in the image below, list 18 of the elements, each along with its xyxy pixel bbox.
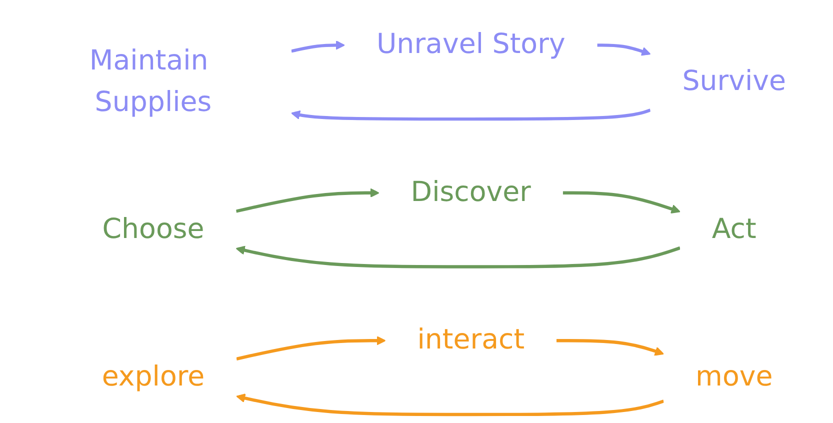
arrow [562,191,680,214]
node-text: Discover [410,176,531,208]
arrow [236,246,681,268]
node-text: Survive [682,66,786,98]
arrow [236,188,380,213]
node-text: Act [712,213,756,246]
arrow [556,339,664,356]
node-text: explore [102,361,205,393]
node-text: Maintain Supplies [89,44,212,118]
arrow [236,336,386,360]
arrow [291,40,345,53]
node-text: Unravel Story [376,28,566,61]
node-text: move [696,361,773,393]
arrow [236,394,664,416]
node-text: Choose [102,213,204,246]
arrow [291,108,651,121]
arrow [597,44,651,56]
node-text: interact [417,324,525,356]
